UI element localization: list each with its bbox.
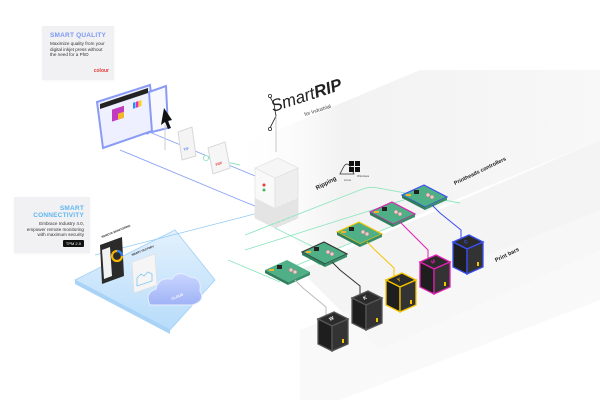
cable-w [294, 279, 327, 319]
status-led-red [262, 183, 266, 187]
print-bar-k: K [350, 290, 384, 332]
controller-board [400, 184, 449, 210]
smart-connectivity-description: Embrace Industry 4.0, empower remote mon… [26, 221, 84, 238]
cursor-icon [161, 108, 172, 129]
smart-quality-card: SMART QUALITY Maximize quality from your… [42, 26, 114, 80]
cable-m [399, 221, 429, 262]
brand-name-bold: RIP [311, 75, 344, 102]
print-bar-letter: W [328, 315, 335, 323]
tif-file-icon: TIF [177, 126, 197, 161]
cable-y [366, 241, 395, 280]
printhead-controllers [265, 184, 449, 285]
colour-logo: colour [94, 68, 109, 74]
chip-icon [382, 207, 387, 211]
cable-c [431, 204, 462, 242]
cable-k [331, 261, 361, 298]
print-bars: W K Y M C [294, 204, 485, 353]
controller-board [300, 241, 349, 267]
controller-board [265, 260, 310, 285]
software-screens-icon [95, 83, 172, 150]
rip-server-icon [254, 157, 299, 229]
tpm-badge: TPM 2.0 [62, 240, 84, 247]
windows-icon: Windows [349, 161, 370, 178]
chip-icon [349, 227, 354, 231]
smart-connectivity-card: SMART CONNECTIVITY Embrace Industry 4.0,… [14, 197, 90, 253]
chip-icon [314, 247, 319, 251]
print-bar-m: M [418, 254, 452, 296]
background-bands [230, 70, 600, 400]
pdf-label: PDF [215, 161, 224, 167]
smart-quality-description: Maximize quality from your digital inkje… [50, 41, 105, 58]
controller-board [335, 221, 384, 247]
cloud-icon: CLOUD [147, 273, 203, 306]
linux-label: Linux [344, 178, 352, 182]
smart-connectivity-title: SMART CONNECTIVITY [33, 205, 84, 219]
pdf-file-icon: PDF [207, 141, 231, 175]
print-bar-letter: M [430, 259, 436, 266]
print-bar-c: C [451, 234, 485, 276]
chip-icon [414, 190, 419, 194]
print-bar-letter: C [463, 239, 469, 246]
smart-quality-title: SMART QUALITY [50, 32, 107, 39]
remote-monitoring-label: REMOTE MONITORING [101, 224, 131, 239]
controller-board [368, 201, 417, 227]
connector-node-icon [202, 154, 210, 162]
print-bar-w: W [316, 311, 350, 353]
cloud-label: CLOUD [171, 292, 184, 301]
print-bar-letter: K [362, 295, 368, 302]
tif-label: TIF [183, 146, 190, 152]
linux-icon: Linux [339, 163, 355, 182]
colour-logo-text: colour [93, 68, 109, 74]
status-led-green [262, 188, 266, 192]
print-bar-y: Y [384, 272, 418, 314]
chip-icon [277, 265, 282, 269]
windows-label: Windows [357, 174, 370, 178]
print-bar-letter: Y [396, 277, 402, 284]
